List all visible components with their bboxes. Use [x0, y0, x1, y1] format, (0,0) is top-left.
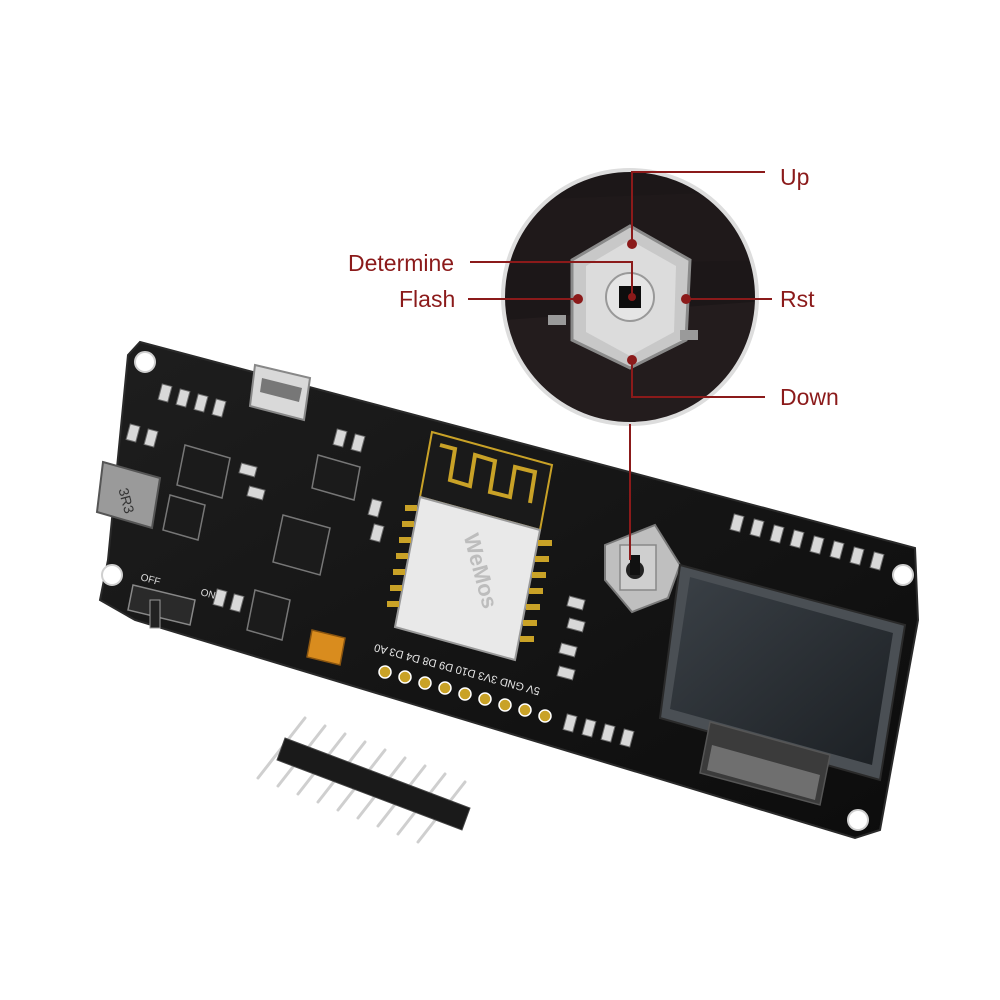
callout-determine: Determine — [348, 250, 455, 276]
callout-down: Down — [780, 384, 839, 410]
power-switch: OFF ON — [127, 572, 217, 629]
header-pin-holes — [378, 665, 552, 723]
callout-dots — [573, 239, 691, 365]
callout-flash: Flash — [399, 286, 456, 312]
pin-header-strip — [256, 716, 471, 844]
switch-on-label: ON — [199, 587, 216, 602]
tantalum-capacitor — [306, 629, 346, 666]
ic-chips — [162, 444, 361, 641]
esp8266-module: WeMos — [387, 430, 554, 662]
switch-off-label: OFF — [139, 572, 161, 588]
joystick — [604, 523, 682, 614]
oled-display — [658, 563, 907, 806]
smd-components — [125, 383, 885, 748]
callout-rst: Rst — [780, 286, 815, 312]
callout-lines — [468, 171, 772, 560]
callout-up: Up — [780, 164, 810, 190]
micro-usb-port — [248, 363, 312, 422]
inductor-marking: 3R3 — [115, 486, 137, 515]
mounting-holes — [101, 351, 914, 831]
inductor: 3R3 — [95, 460, 162, 530]
